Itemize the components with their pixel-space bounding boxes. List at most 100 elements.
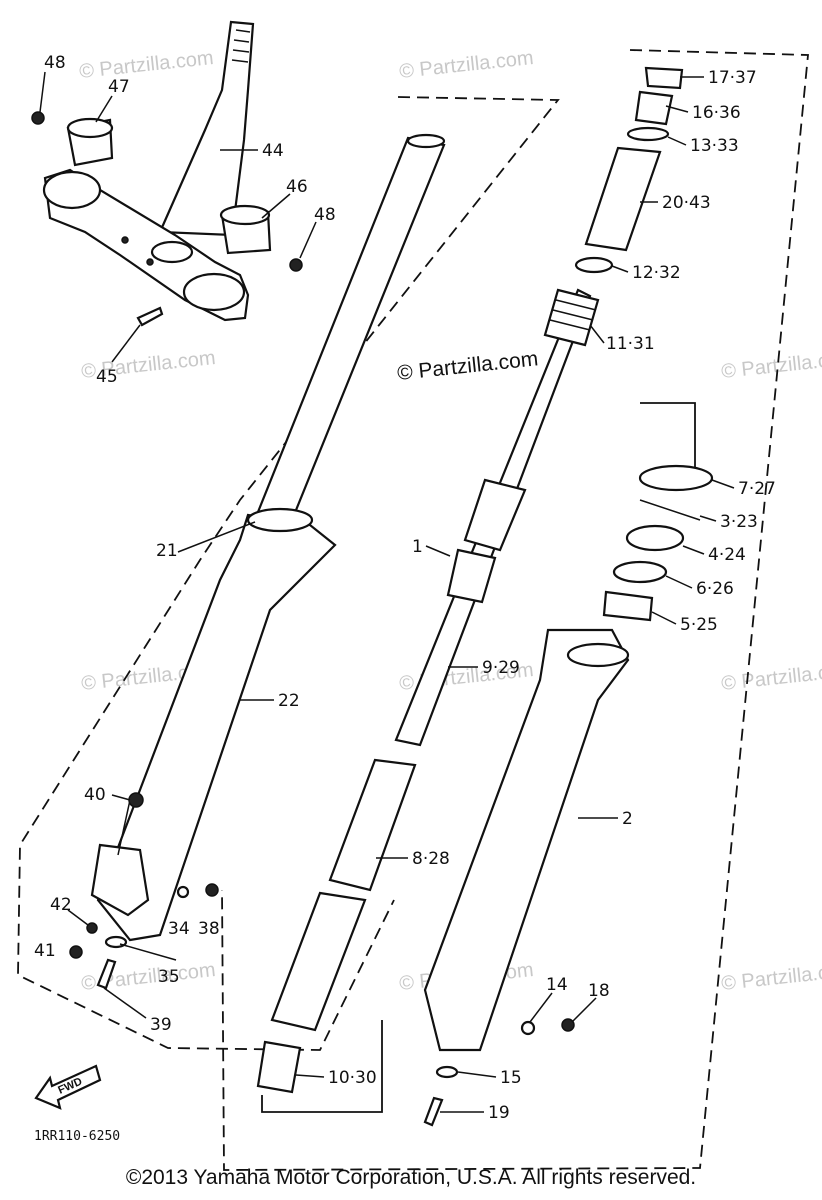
callout-11-31: 11·31 (606, 334, 655, 354)
callout-21: 21 (156, 541, 178, 561)
inner-tube-bracket (261, 1020, 383, 1113)
leader-lines (39, 71, 735, 1113)
leader-42 (67, 909, 89, 926)
leader-525 (651, 611, 677, 625)
spring-coils (549, 299, 597, 331)
callout-17-37: 17·37 (708, 68, 757, 88)
callout-10-30: 10·30 (328, 1068, 377, 1088)
watermark: © Partzilla.com (720, 959, 822, 995)
callout-48: 48 (44, 53, 66, 73)
left-fork-assembly (69, 133, 446, 990)
washer-15 (435, 1065, 459, 1079)
leader-46 (261, 193, 291, 219)
oil-seal-4 (625, 524, 685, 552)
leader-1030 (295, 1074, 325, 1078)
right-fork-dashed-boundary (221, 49, 809, 1171)
bushing-5 (602, 590, 654, 622)
callout-44: 44 (262, 141, 284, 161)
callout-47: 47 (108, 77, 130, 97)
callout-41: 41 (34, 941, 56, 961)
callout-42: 42 (50, 895, 72, 915)
watermark: © Partzilla.com (720, 347, 822, 383)
steering-stem-assembly (31, 20, 303, 327)
leader-323 (699, 515, 717, 522)
callout-19: 19 (488, 1103, 510, 1123)
forward-direction-arrow: FWD (34, 1064, 102, 1110)
leader-48a (39, 71, 46, 113)
right-outer-tube (423, 628, 630, 1052)
left-fork-dashed-boundary (17, 96, 560, 1051)
oil-lock-piece-10 (256, 1040, 302, 1094)
callout-40: 40 (84, 785, 106, 805)
leader-1 (425, 545, 451, 557)
callout-9-29: 9·29 (482, 658, 520, 678)
callout-38: 38 (198, 919, 220, 939)
leader-47 (95, 95, 113, 123)
leader-1333 (667, 136, 687, 146)
bracket-hole (146, 258, 154, 266)
leader-15 (457, 1071, 497, 1078)
axle-clamp (90, 843, 150, 917)
watermark: © Partzilla.com (398, 47, 534, 83)
callout-4-24: 4·24 (708, 545, 746, 565)
callout-3-23: 3·23 (720, 512, 758, 532)
spring-seat-12 (574, 256, 614, 274)
left-outer-tube (96, 513, 337, 942)
bolt-45 (136, 306, 164, 327)
bolt-48 (31, 111, 45, 125)
callout-18: 18 (588, 981, 610, 1001)
leader-35 (119, 943, 177, 961)
leader-48b (299, 221, 317, 259)
leader-626 (665, 575, 693, 589)
callout-labels: 48 47 44 46 48 45 21 22 40 42 41 34 38 3… (34, 53, 776, 1123)
callout-13-33: 13·33 (690, 136, 739, 156)
leader-21 (177, 521, 256, 553)
nut-41 (69, 945, 83, 959)
callout-8-28: 8·28 (412, 849, 450, 869)
under-bracket-left-clamp (42, 170, 102, 210)
callout-22: 22 (278, 691, 300, 711)
leader-727 (711, 479, 735, 489)
callout-39: 39 (150, 1015, 172, 1035)
diagram-code: 1RR110-6250 (34, 1129, 120, 1144)
bolt-18 (561, 1018, 575, 1032)
leader-1131 (589, 324, 605, 344)
cap-bolt-16 (634, 90, 674, 126)
callout-14: 14 (546, 975, 568, 995)
bearing-cover-top (66, 117, 114, 139)
spacer-8 (328, 758, 417, 892)
washer-34 (176, 885, 190, 899)
right-outer-tube-mouth (566, 642, 630, 668)
callout-7-27: 7·27 (738, 479, 776, 499)
leader-18 (571, 997, 597, 1023)
bolt-39 (96, 958, 117, 990)
center-damper-assembly (256, 288, 600, 1094)
callout-2: 2 (622, 809, 633, 829)
spacer-20 (584, 146, 662, 252)
leader-39 (103, 987, 147, 1019)
dust-seal-7 (638, 464, 714, 492)
left-outer-tube-mouth (246, 507, 314, 533)
piston-ring-9 (446, 548, 497, 604)
bolt-48 (289, 258, 303, 272)
rebound-spring (463, 478, 527, 552)
bracket-hole (121, 236, 129, 244)
callout-35: 35 (158, 967, 180, 987)
callout-15: 15 (500, 1068, 522, 1088)
leader-1636 (665, 105, 689, 113)
nut-42 (86, 922, 98, 934)
leader-40 (111, 794, 131, 801)
cylinder-assembly (270, 891, 367, 1032)
callout-12-32: 12·32 (632, 263, 681, 283)
callout-1: 1 (412, 537, 423, 557)
copyright-notice: ©2013 Yamaha Motor Corporation, U.S.A. A… (125, 1166, 697, 1189)
callout-6-26: 6·26 (696, 579, 734, 599)
leader-1232 (611, 265, 629, 273)
watermark: © Partzilla.com (720, 659, 822, 695)
callout-45: 45 (96, 367, 118, 387)
clip-3 (639, 499, 701, 521)
callout-46: 46 (286, 177, 308, 197)
watermark-prominent: © Partzilla.com (396, 347, 539, 385)
leader-14 (529, 992, 553, 1023)
